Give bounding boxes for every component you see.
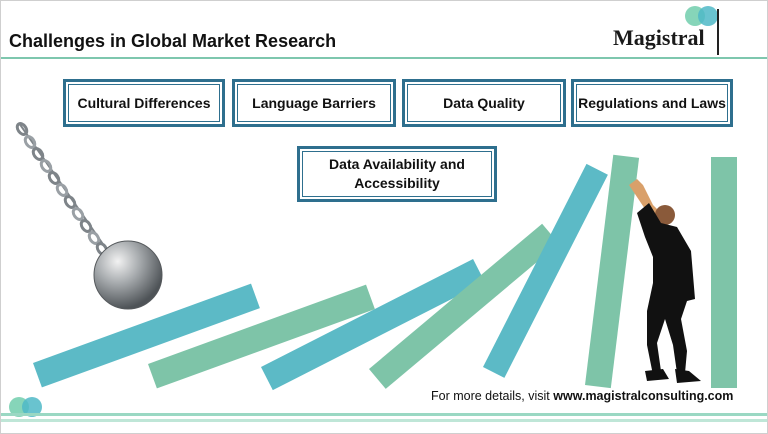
- challenge-box-data-availability: Data Availability and Accessibility: [297, 146, 497, 202]
- footer-text: For more details, visit www.magistralcon…: [431, 389, 733, 403]
- title-divider: [1, 57, 767, 59]
- page-title: Challenges in Global Market Research: [9, 31, 337, 51]
- chain-icon: [15, 122, 110, 256]
- domino-2: [148, 284, 375, 389]
- challenge-label: Cultural Differences: [77, 94, 211, 111]
- challenge-label: Data Availability and Accessibility: [329, 156, 465, 191]
- footer-prefix: For more details, visit: [431, 389, 554, 403]
- challenge-label: Data Quality: [443, 94, 525, 111]
- man-pushing-icon: [629, 179, 701, 383]
- footer-link[interactable]: www.magistralconsulting.com: [553, 389, 734, 403]
- challenge-box-data-quality: Data Quality: [402, 79, 566, 127]
- challenge-box-regulations: Regulations and Laws: [571, 79, 733, 127]
- domino-5: [483, 163, 608, 378]
- brand-divider: [717, 9, 719, 55]
- bottom-divider-light: [1, 419, 767, 422]
- domino-7: [711, 157, 737, 388]
- domino-1: [33, 283, 260, 388]
- bottom-divider: [1, 413, 767, 416]
- challenge-box-cultural: Cultural Differences: [63, 79, 225, 127]
- domino-bars: [33, 154, 737, 391]
- challenge-box-language: Language Barriers: [232, 79, 396, 127]
- domino-6: [585, 154, 640, 389]
- challenge-label: Regulations and Laws: [578, 94, 726, 111]
- challenge-label: Language Barriers: [252, 94, 376, 111]
- brand-name: Magistral: [613, 25, 705, 50]
- domino-4: [369, 223, 559, 389]
- domino-3: [261, 258, 485, 391]
- wrecking-ball-icon: [93, 240, 163, 310]
